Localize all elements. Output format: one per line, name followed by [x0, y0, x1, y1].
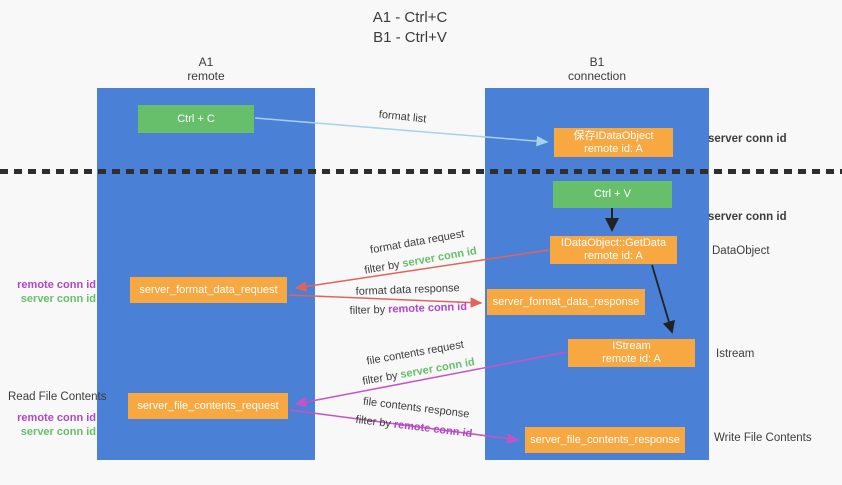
- filter-by-text: filter by: [354, 413, 395, 431]
- node-ctrl-v-label: Ctrl + V: [594, 188, 631, 200]
- label-conn-pair-lower: remote conn id server conn id: [8, 411, 96, 439]
- label-server-conn-id-top: server conn id: [708, 133, 787, 145]
- arrow-file-contents-request: [294, 351, 568, 408]
- diagram-title: A1 - Ctrl+C B1 - Ctrl+V: [280, 8, 540, 48]
- title-line-b1: B1 - Ctrl+V: [373, 29, 447, 46]
- node-file-request-label: server_file_contents_request: [137, 399, 279, 412]
- node-ctrl-c: Ctrl + C: [138, 105, 254, 133]
- node-server-format-data-response: server_format_data_response: [487, 289, 645, 315]
- node-ctrl-c-label: Ctrl + C: [177, 112, 215, 125]
- lane-b1-role: connection: [567, 69, 627, 83]
- lane-b1-name: B1: [589, 55, 605, 69]
- node-idataobject-getdata: IDataObject::GetData remote id: A: [550, 236, 677, 264]
- label-conn-pair-upper: remote conn id server conn id: [8, 278, 96, 306]
- node-save-idataobject: 保存IDataObject remote id: A: [554, 128, 673, 157]
- title-line-a1: A1 - Ctrl+C: [372, 9, 448, 26]
- label-dataobject: DataObject: [712, 245, 770, 257]
- filter-by-text: filter by: [361, 369, 402, 388]
- node-istream-title: IStream: [612, 340, 651, 352]
- node-istream-remote-id: remote id: A: [602, 353, 661, 365]
- lane-header-b1: B1 connection: [485, 55, 709, 83]
- arrow-format-list: [254, 117, 549, 147]
- node-file-response-label: server_file_contents_response: [530, 433, 680, 446]
- arrow-format-data-response: [288, 294, 483, 308]
- lane-a1-role: remote: [187, 69, 225, 83]
- format-list-text: format list: [378, 108, 427, 126]
- node-save-idataobject-remote-id: remote id: A: [584, 142, 643, 155]
- node-istream: IStream remote id: A: [568, 339, 695, 367]
- lane-header-a1: A1 remote: [97, 55, 315, 83]
- arrow-getdata-to-istream: [651, 264, 675, 334]
- node-getdata-remote-id: remote id: A: [584, 250, 643, 262]
- node-save-idataobject-title: 保存IDataObject: [573, 129, 654, 142]
- node-getdata-title: IDataObject::GetData: [560, 237, 667, 249]
- arrow-file-contents-response: [289, 409, 520, 444]
- node-server-format-data-request: server_format_data_request: [130, 277, 287, 303]
- label-server-conn-id-mid: server conn id: [708, 211, 787, 223]
- filter-by-text: filter by: [363, 258, 404, 277]
- dotted-separator-line: [0, 169, 842, 174]
- arrow-format-data-request: [294, 249, 550, 292]
- label-read-file-contents: Read File Contents: [8, 391, 107, 403]
- label-remote-conn-id-lower: remote conn id: [17, 412, 96, 424]
- label-remote-conn-id-upper: remote conn id: [17, 279, 96, 291]
- node-ctrl-v: Ctrl + V: [553, 181, 672, 208]
- label-server-conn-id-lower: server conn id: [20, 426, 96, 438]
- lane-a1-name: A1: [198, 55, 214, 69]
- node-format-response-label: server_format_data_response: [492, 295, 640, 308]
- label-write-file-contents: Write File Contents: [714, 432, 812, 444]
- node-server-file-contents-response: server_file_contents_response: [525, 427, 685, 453]
- remote-conn-id-key: remote conn id: [387, 300, 468, 316]
- filter-by-text: filter by: [349, 303, 389, 318]
- edge-label-format-data-response: format data response filter by remote co…: [337, 279, 478, 322]
- node-server-file-contents-request: server_file_contents_request: [128, 393, 288, 419]
- label-istream: Istream: [716, 348, 755, 360]
- node-format-request-label: server_format_data_request: [139, 283, 278, 296]
- label-server-conn-id-upper: server conn id: [20, 293, 96, 305]
